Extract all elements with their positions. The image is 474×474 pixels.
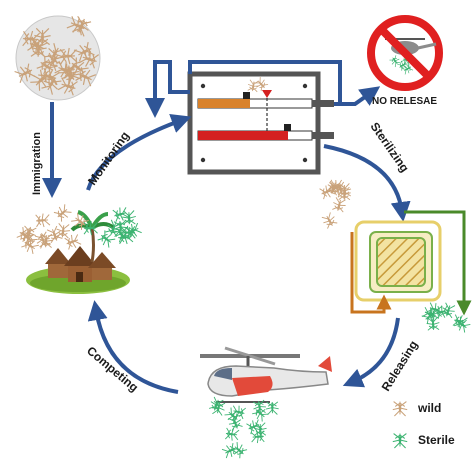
feedback-arrow bbox=[145, 60, 190, 118]
wild-mosquito-cluster bbox=[14, 15, 100, 96]
mosquito-icon bbox=[30, 39, 47, 58]
sterile-mosquito-cluster bbox=[421, 302, 471, 333]
monitoring-label: Monitoring bbox=[85, 129, 132, 188]
no-release-arrow bbox=[334, 86, 381, 106]
mosquito-icon bbox=[338, 186, 351, 201]
mosquito-icon bbox=[61, 63, 81, 85]
mosquito-icon bbox=[230, 405, 246, 420]
mosquito-icon bbox=[392, 401, 408, 417]
mosquito-icon bbox=[16, 227, 35, 244]
mosquito-icon bbox=[35, 213, 51, 228]
mosquito-icon bbox=[441, 302, 456, 319]
immigration-swarm bbox=[14, 15, 101, 101]
mosquito-icon bbox=[252, 405, 269, 422]
monitoring-arrow bbox=[86, 114, 192, 191]
hut bbox=[64, 246, 96, 282]
releasing-arrow bbox=[342, 317, 400, 388]
threshold-marker-icon bbox=[262, 90, 272, 98]
mosquito-icon bbox=[53, 204, 72, 222]
mosquito-icon bbox=[421, 308, 439, 325]
wild-input-path bbox=[350, 232, 392, 314]
monitoring-device bbox=[187, 71, 334, 175]
mosquito-icon bbox=[122, 210, 136, 225]
mosquito-icon bbox=[40, 67, 60, 86]
threshold-bar bbox=[198, 131, 288, 140]
sterile-mosquito-icon bbox=[392, 433, 408, 449]
hut bbox=[88, 252, 116, 280]
mosquito-icon bbox=[64, 234, 82, 250]
village-island bbox=[16, 204, 142, 294]
legend-sterile-label: Sterile bbox=[418, 433, 455, 447]
mosquito-icon bbox=[221, 443, 239, 459]
mosquito-icon bbox=[118, 230, 134, 245]
mosquito-icon bbox=[57, 77, 78, 96]
mosquito-icon bbox=[453, 316, 471, 333]
mosquito-icon bbox=[321, 212, 338, 229]
mosquito-icon bbox=[230, 442, 248, 459]
mosquito-icon bbox=[105, 219, 122, 237]
mosquito-icon bbox=[426, 316, 440, 331]
mosquito-icon bbox=[34, 27, 51, 46]
mosquito-icon bbox=[36, 56, 58, 77]
wild-mosquito-icon bbox=[392, 401, 408, 417]
mosquito-icon bbox=[112, 207, 129, 222]
mosquito-icon bbox=[265, 401, 279, 415]
legend-wild-label: wild bbox=[417, 401, 441, 415]
no-release-sign bbox=[367, 15, 443, 91]
mosquito-icon bbox=[75, 67, 97, 87]
sterilizer-unit bbox=[319, 179, 472, 333]
mosquito-icon bbox=[254, 77, 269, 92]
mosquito-icon bbox=[71, 212, 89, 230]
wild-mosquito-cluster bbox=[319, 179, 352, 229]
sterile-mosquito-cluster bbox=[83, 207, 142, 248]
wild-level-bar bbox=[198, 99, 250, 108]
mosquito-icon bbox=[97, 230, 116, 248]
mosquito-icon bbox=[246, 419, 263, 435]
mosquito-icon bbox=[392, 433, 408, 449]
competing-arrow bbox=[87, 300, 179, 394]
mosquito-icon bbox=[14, 63, 36, 84]
sterilizing-arrow bbox=[323, 144, 411, 222]
mosquito-icon bbox=[389, 55, 401, 68]
mosquito-icon bbox=[72, 15, 92, 37]
hut bbox=[45, 248, 71, 278]
mosquito-icon bbox=[452, 314, 468, 328]
wild-mosquito-cluster bbox=[16, 204, 89, 255]
mosquito-icon bbox=[73, 41, 95, 62]
sterile-output-path bbox=[404, 210, 472, 316]
mosquito-icon bbox=[209, 396, 224, 413]
mosquito-icon bbox=[332, 197, 346, 213]
release-helicopter bbox=[200, 346, 332, 459]
releasing-label: Releasing bbox=[379, 338, 421, 394]
no-release-label: NO RELESAE bbox=[372, 96, 437, 107]
mosquito-icon bbox=[224, 407, 242, 424]
mosquito-icon bbox=[397, 59, 410, 71]
mosquito-icon bbox=[56, 222, 70, 239]
mosquito-icon bbox=[39, 233, 53, 249]
mosquito-icon bbox=[59, 47, 78, 65]
mosquito-icon bbox=[224, 427, 240, 441]
mosquito-icon bbox=[46, 225, 63, 243]
sterile-mosquito-cluster bbox=[209, 396, 279, 459]
legend: wild Sterile bbox=[392, 401, 455, 449]
immigration-label: Immigration bbox=[31, 132, 43, 195]
mosquito-icon bbox=[326, 180, 343, 196]
mosquito-icon bbox=[83, 221, 98, 235]
